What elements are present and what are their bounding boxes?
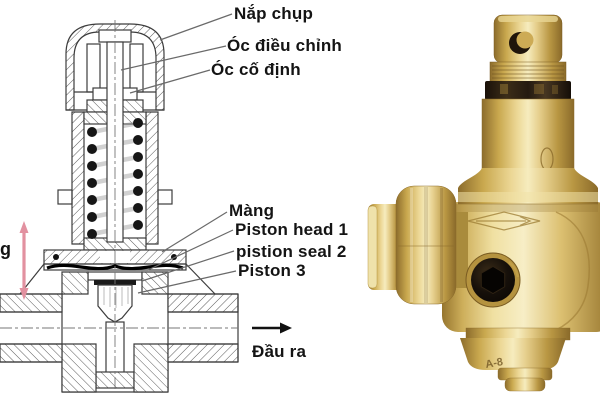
outlet-pipe-drawing [167, 293, 239, 363]
centerlines [0, 20, 238, 392]
brass-valve-photo: A-8 [367, 14, 600, 392]
bonnet-photo [481, 98, 575, 171]
valve-cross-section-diagram [0, 13, 292, 393]
label-nap-chup: Nắp chụp [234, 4, 314, 23]
label-piston-head: Piston head 1 [235, 220, 349, 239]
valve-cap-photo [493, 14, 563, 64]
body-engraving-text: A-8 [484, 356, 504, 371]
label-left-cutoff: g [0, 239, 12, 259]
label-mang: Màng [229, 201, 275, 220]
label-piston-3: Piston 3 [238, 261, 306, 280]
outlet-flow-arrow [252, 322, 292, 334]
bell-flare-photo [458, 168, 598, 205]
leader-lines [120, 13, 237, 294]
union-nut-photo [395, 185, 468, 305]
label-oc-dieu-chinh: Óc điều chỉnh [227, 36, 343, 55]
lock-ring-photo [485, 81, 571, 100]
gauge-port-plug-photo [465, 252, 521, 308]
spring-housing-drawing [57, 111, 173, 251]
thread-collar-photo [489, 61, 567, 83]
inlet-pipe-drawing [0, 293, 63, 363]
hex-socket [480, 265, 506, 295]
diaphragm-travel-arrow [19, 221, 29, 300]
outlet-bulge-seam [555, 211, 591, 331]
flow-arrow-engraving [467, 211, 541, 231]
label-dau-ra: Đầu ra [252, 342, 307, 361]
bottom-cap-photo: A-8 [460, 327, 571, 392]
spring-coil-dots [87, 118, 143, 239]
inlet-stub-photo [367, 204, 402, 290]
label-oc-co-dinh: Óc cố định [211, 60, 301, 79]
label-piston-seal: pistion seal 2 [236, 242, 347, 261]
